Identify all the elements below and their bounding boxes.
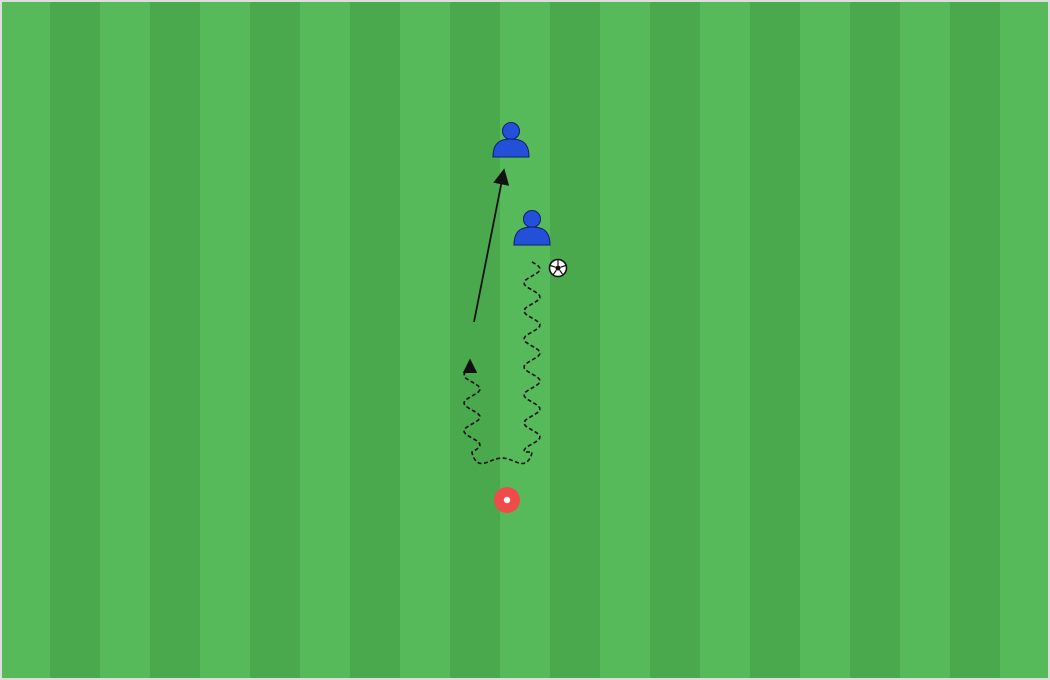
pitch-stripe xyxy=(200,0,251,680)
soccer-ball-icon[interactable] xyxy=(548,258,568,278)
pitch-stripe xyxy=(150,0,201,680)
pitch-stripe xyxy=(250,0,301,680)
pitch-stripe xyxy=(300,0,351,680)
pitch-stripe xyxy=(700,0,751,680)
pitch-stripe xyxy=(400,0,451,680)
person-icon xyxy=(492,122,530,158)
cone-marker-icon[interactable] xyxy=(494,487,520,513)
pitch-stripe xyxy=(850,0,901,680)
dribble-path xyxy=(463,261,541,465)
pitch-stripe xyxy=(650,0,701,680)
pitch-stripe xyxy=(350,0,401,680)
pitch-stripe xyxy=(550,0,601,680)
pitch-stripe xyxy=(1000,0,1050,680)
player-with-ball[interactable] xyxy=(513,210,551,246)
pitch-stripe xyxy=(0,0,51,680)
pitch-stripe xyxy=(500,0,551,680)
pitch-stripe xyxy=(750,0,801,680)
run-path-arrow xyxy=(473,168,510,323)
pitch-stripe xyxy=(800,0,851,680)
pitch-stripe xyxy=(100,0,151,680)
pitch-stripe xyxy=(900,0,951,680)
pitch-stripe xyxy=(600,0,651,680)
pitch-stripe xyxy=(950,0,1001,680)
pitch-stripe xyxy=(50,0,101,680)
person-icon xyxy=(513,210,551,246)
pitch-stripe xyxy=(450,0,501,680)
player-top[interactable] xyxy=(492,122,530,158)
